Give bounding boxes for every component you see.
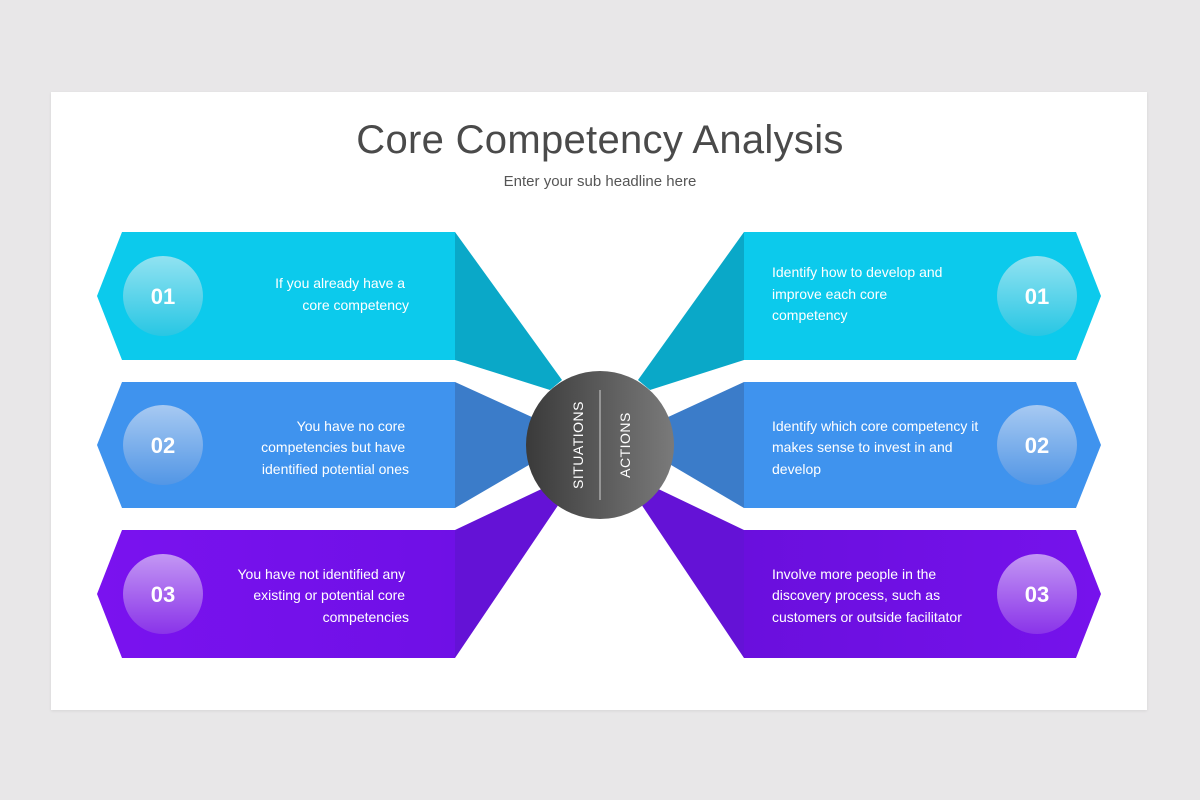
situation-number-bubble-3 (123, 554, 203, 634)
action-number-bubble-3 (997, 554, 1077, 634)
action-number-3: 03 (1025, 582, 1049, 607)
situation-number-bubble-2 (123, 405, 203, 485)
action-text-2-line-2: makes sense to invest in and (772, 439, 953, 455)
connector-situation-2 (455, 382, 534, 508)
action-text-3-line-2: discovery process, such as (772, 587, 940, 603)
action-row-3: 03 Involve more people in the discovery … (744, 530, 1101, 658)
action-text-2: Identify which core competency it makes … (772, 418, 982, 477)
action-text-2-line-3: develop (772, 461, 821, 477)
action-text-1-line-2: improve each core (772, 286, 887, 302)
situation-number-1: 01 (151, 284, 175, 309)
action-number-2: 02 (1025, 433, 1049, 458)
action-text-3-line-3: customers or outside facilitator (772, 609, 962, 625)
action-text-2-line-1: Identify which core competency it (772, 418, 978, 434)
action-text-3: Involve more people in the discovery pro… (772, 566, 962, 625)
page-subtitle: Enter your sub headline here (503, 173, 697, 190)
situation-row-2: 02 You have no core competencies but hav… (97, 382, 455, 508)
action-row-1: 01 Identify how to develop and improve e… (744, 232, 1101, 360)
center-label-actions: ACTIONS (617, 412, 633, 478)
action-text-3-line-1: Involve more people in the (772, 566, 936, 582)
situation-row-1: 01 If you already have a core competency (97, 232, 455, 360)
page-title: Core Competency Analysis (356, 118, 844, 162)
action-text-1-line-1: Identify how to develop and (772, 264, 942, 280)
situation-number-bubble-1 (123, 256, 203, 336)
connector-situation-1 (455, 232, 562, 390)
connector-situation-3 (455, 485, 565, 658)
action-number-bubble-1 (997, 256, 1077, 336)
situation-text-2-line-2: competencies but have (261, 439, 405, 455)
action-row-2: 02 Identify which core competency it mak… (744, 382, 1101, 508)
situation-number-2: 02 (151, 433, 175, 458)
action-banner-3 (744, 530, 1101, 658)
situation-text-2-line-1: You have no core (297, 418, 406, 434)
connector-action-2 (666, 382, 744, 508)
situation-text-3: You have not identified any existing or … (237, 566, 409, 625)
situation-text-2: You have no core competencies but have i… (261, 418, 409, 477)
center-label-situations: SITUATIONS (570, 401, 586, 489)
connector-action-3 (635, 485, 744, 658)
action-number-1: 01 (1025, 284, 1049, 309)
situation-number-3: 03 (151, 582, 175, 607)
situation-text-3-line-3: competencies (323, 609, 409, 625)
situation-text-1-line-1: If you already have a (275, 275, 405, 291)
connector-action-1 (638, 232, 744, 390)
situation-text-1: If you already have a core competency (275, 275, 409, 313)
situation-row-3: 03 You have not identified any existing … (97, 530, 455, 658)
action-banner-2 (744, 382, 1101, 508)
action-banner-1 (744, 232, 1101, 360)
action-text-1-line-3: competency (772, 307, 847, 323)
center-hub: SITUATIONS ACTIONS (526, 371, 674, 519)
action-number-bubble-2 (997, 405, 1077, 485)
situation-text-2-line-3: identified potential ones (262, 461, 409, 477)
situation-text-3-line-2: existing or potential core (253, 587, 405, 603)
situation-text-1-line-2: core competency (302, 297, 409, 313)
action-text-1: Identify how to develop and improve each… (772, 264, 946, 323)
situation-text-3-line-1: You have not identified any (237, 566, 405, 582)
connector-group (455, 232, 744, 658)
